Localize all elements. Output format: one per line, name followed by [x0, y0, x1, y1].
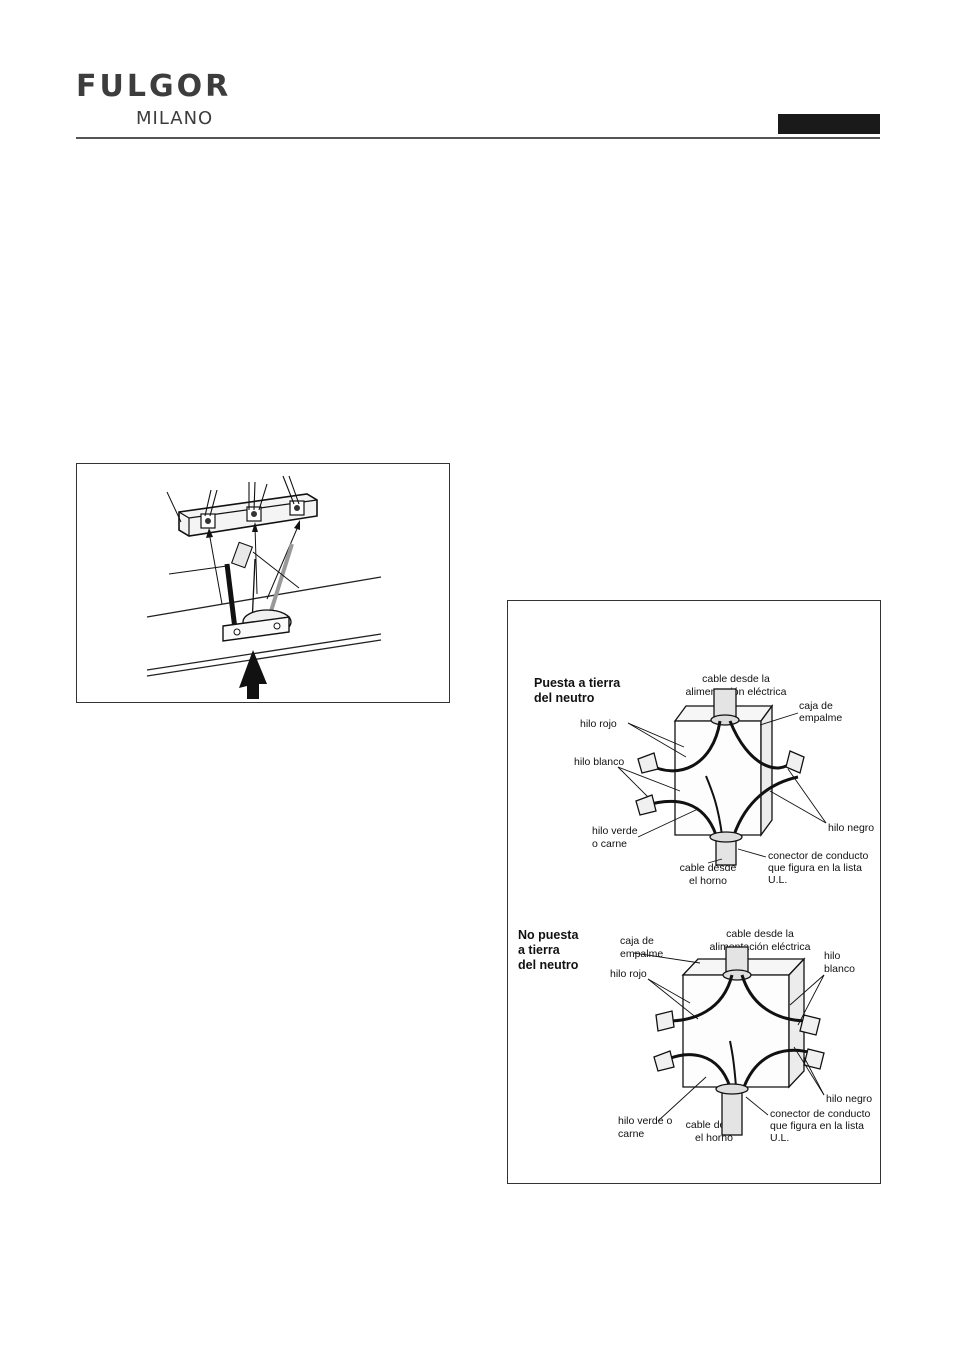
grounded-conduit-label-line1: conector de conducto [768, 850, 869, 862]
ungrounded-conduit-label-line3: U.L. [770, 1132, 789, 1144]
grounded-black-wire-label: hilo negro [828, 822, 874, 834]
ungrounded-black-wire-label: hilo negro [826, 1093, 872, 1105]
ungrounded-green-wire-label-line1: hilo verde o [618, 1115, 672, 1127]
grounded-box-label-line1: caja de [799, 700, 833, 712]
terminal-block-figure [76, 463, 450, 703]
grounded-green-wire-label-line2: o carne [592, 838, 627, 850]
ungrounded-supply-label-line2: alimentación eléctrica [710, 941, 811, 953]
brand-logo: FULGOR [76, 69, 232, 104]
grounded-box-label-line2: empalme [799, 712, 842, 724]
terminal-block-illustration [146, 475, 382, 699]
grounded-supply-label-line1: cable desde la [702, 673, 770, 685]
grounded-title-line2: del neutro [534, 691, 595, 705]
ungrounded-title-line2: a tierra [518, 943, 561, 957]
ungrounded-title-line3: del neutro [518, 958, 579, 972]
ungrounded-junction-box-drawing [653, 946, 825, 1136]
grounded-green-wire-label-line1: hilo verde [592, 825, 638, 837]
header-section-tab [778, 114, 880, 134]
grounded-oven-cable-label-line2: el horno [689, 875, 727, 887]
grounded-red-wire-label: hilo rojo [580, 718, 617, 730]
grounded-junction-box-drawing [635, 688, 805, 866]
ungrounded-conduit-label-line1: conector de conducto [770, 1108, 871, 1120]
ungrounded-supply-label-line1: cable desde la [726, 928, 794, 940]
grounded-title-line1: Puesta a tierra [534, 676, 621, 690]
ungrounded-white-wire-label-line2: blanco [824, 963, 855, 975]
grounded-white-wire-label: hilo blanco [574, 756, 624, 768]
header-divider [76, 137, 880, 139]
ungrounded-box-label-line1: caja de [620, 935, 654, 947]
junction-box-illustration: Puesta a tierra del neutro cable desde l… [518, 673, 874, 1144]
grounded-conduit-label-line3: U.L. [768, 874, 787, 886]
ungrounded-title-line1: No puesta [518, 928, 579, 942]
ungrounded-conduit-label-line2: que figura en la lista [770, 1120, 864, 1132]
brand-sub-logo: MILANO [136, 108, 214, 129]
ungrounded-green-wire-label-line2: carne [618, 1128, 644, 1140]
junction-box-figure: Puesta a tierra del neutro cable desde l… [507, 600, 881, 1184]
ungrounded-red-wire-label: hilo rojo [610, 968, 647, 980]
grounded-conduit-label-line2: que figura en la lista [768, 862, 862, 874]
ungrounded-white-wire-label-line1: hilo [824, 950, 841, 962]
